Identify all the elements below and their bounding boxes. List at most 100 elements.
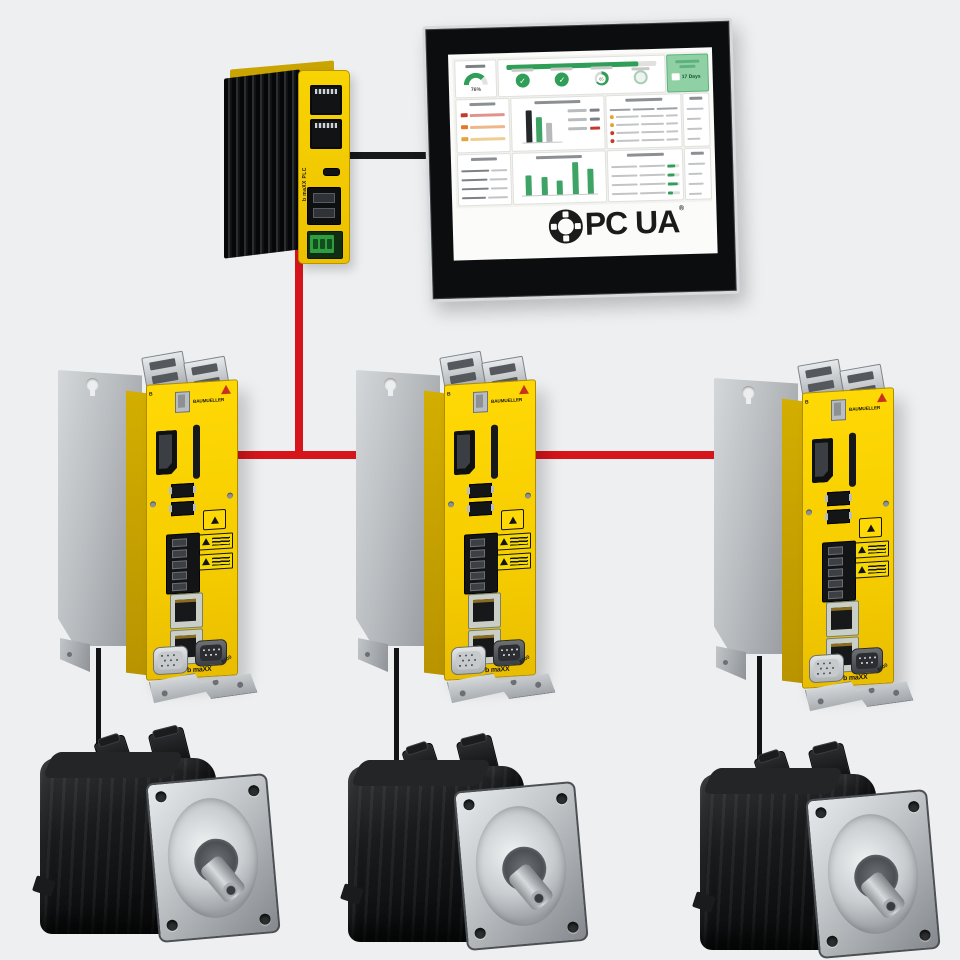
- drive-model-label: b maXX: [843, 673, 868, 683]
- brand-triangle-icon: [877, 392, 887, 403]
- phase-log-panel: [682, 92, 711, 148]
- seven-segment-display: [175, 391, 190, 414]
- activity-chart-panel: [511, 150, 608, 205]
- terminal-pins: [310, 235, 334, 253]
- drive-side-face: [782, 398, 804, 684]
- servo-drive: B BAUMUELLER 300: [356, 350, 536, 690]
- milestones-card: ✓ ✓ 65: [497, 54, 667, 98]
- motor-cable-3: [757, 656, 762, 782]
- safety-connector-icon: [171, 482, 194, 499]
- warning-triangle-icon: [859, 516, 882, 539]
- opcua-gear-icon: [548, 208, 584, 244]
- sd-card-slot-icon: [849, 432, 856, 487]
- progress-gauge: [463, 72, 488, 86]
- power-terminal-block: [464, 532, 498, 595]
- controller-to-monitor-cable: [338, 152, 438, 159]
- registered-mark: ®: [678, 205, 684, 213]
- motor-flange: [453, 780, 589, 952]
- summary-panel: [456, 152, 513, 207]
- ethernet-port-icon: [310, 119, 342, 149]
- controller-to-bus-cable: [295, 248, 303, 458]
- screw-icon: [525, 492, 531, 499]
- bolt-hole-icon: [463, 798, 475, 811]
- motor-flange: [805, 788, 941, 960]
- motor-cable-2: [394, 648, 399, 774]
- encoder-dsub-connector-icon: [153, 645, 188, 676]
- opcua-logo: PC UA®: [452, 197, 717, 256]
- safety-connector-icon: [171, 500, 194, 517]
- warning-label-icon: [497, 552, 531, 571]
- power-terminal-block: [822, 540, 856, 603]
- status-circle-done: ✓: [550, 67, 573, 87]
- screw-icon: [227, 492, 233, 499]
- controller-heatsink: [224, 69, 300, 259]
- ethercat-port-icon: [170, 592, 203, 630]
- screw-icon: [883, 500, 889, 507]
- bolt-hole-icon: [907, 800, 920, 813]
- bolt-hole-icon: [259, 913, 271, 926]
- displayport-connector-icon: [156, 430, 177, 475]
- deadline-table-panel: [606, 148, 685, 203]
- keyhole-mount-icon: [384, 378, 397, 396]
- opcua-logo-text: PC UA®: [584, 203, 684, 242]
- overall-progress-card: 76%: [454, 59, 498, 99]
- bolt-hole-icon: [919, 929, 931, 942]
- warning-triangle-icon: [501, 508, 524, 531]
- status-circles: ✓ ✓ 65: [503, 66, 661, 88]
- bolt-hole-icon: [166, 919, 179, 932]
- seven-segment-display: [831, 399, 846, 422]
- warning-label-icon: [855, 540, 889, 559]
- keyhole-mount-icon: [86, 378, 99, 396]
- screw-icon: [448, 501, 454, 508]
- bolt-hole-icon: [247, 784, 260, 797]
- monitor-screen: 76% ✓ ✓ 65 17 Days: [448, 47, 718, 261]
- servo-motor: [32, 726, 281, 948]
- budget-panel: [510, 95, 606, 152]
- ethercat-port-icon: [826, 600, 859, 638]
- servo-motor: [692, 742, 941, 960]
- servo-motor: [340, 734, 589, 956]
- drive-brand-row: BAUMUELLER: [153, 384, 233, 414]
- bolt-hole-icon: [567, 921, 579, 934]
- drive-front-panel: B BAUMUELLER 300: [146, 379, 238, 681]
- calendar-icon: [671, 73, 680, 81]
- opcua-dots-swoosh-icon: [454, 208, 559, 251]
- ethernet-port-icon: [310, 85, 342, 115]
- warning-label-icon: [199, 532, 233, 551]
- usb-a-ports-icon: [307, 187, 341, 225]
- time-remaining-card: 17 Days: [666, 53, 710, 93]
- power-terminal-block: [166, 532, 200, 595]
- brand-triangle-icon: [221, 384, 231, 395]
- drive-side-face: [424, 390, 446, 676]
- servo-drive: B BAUMUELLER 300: [714, 358, 894, 698]
- ethercat-port-icon: [468, 592, 501, 630]
- bolt-hole-icon: [826, 935, 839, 948]
- screw-icon: [150, 501, 156, 508]
- servo-drive: B BAUMUELLER 300: [58, 350, 238, 690]
- usb-c-port-icon: [323, 168, 340, 176]
- motor-flange: [145, 772, 281, 944]
- bolt-hole-icon: [815, 806, 827, 819]
- safety-connector-icon: [827, 508, 850, 525]
- status-circle-partial: 65: [590, 66, 613, 86]
- warning-label-icon: [199, 552, 233, 571]
- hmi-monitor: 76% ✓ ✓ 65 17 Days: [422, 17, 740, 303]
- sd-card-slot-icon: [193, 424, 200, 479]
- drive-front-panel: B BAUMUELLER 300: [444, 379, 536, 681]
- drive-brand-row: BAUMUELLER: [809, 392, 889, 422]
- plc-controller: b maXX PLC: [224, 60, 350, 268]
- power-terminal-icon: [307, 231, 343, 259]
- brand-triangle-icon: [519, 384, 529, 395]
- drive-brand-row: BAUMUELLER: [451, 384, 531, 414]
- invoice-table-panel: [605, 93, 683, 150]
- drive-model-label: b maXX: [187, 665, 212, 675]
- safety-connector-icon: [469, 500, 492, 517]
- sd-card-slot-icon: [491, 424, 498, 479]
- drive-brand-label: BAUMUELLER: [491, 397, 523, 404]
- warning-triangle-icon: [203, 508, 226, 531]
- status-circle-done: ✓: [511, 68, 534, 88]
- displayport-connector-icon: [454, 430, 475, 475]
- drive-front-panel: B BAUMUELLER 300: [802, 387, 894, 689]
- warning-label-icon: [497, 532, 531, 551]
